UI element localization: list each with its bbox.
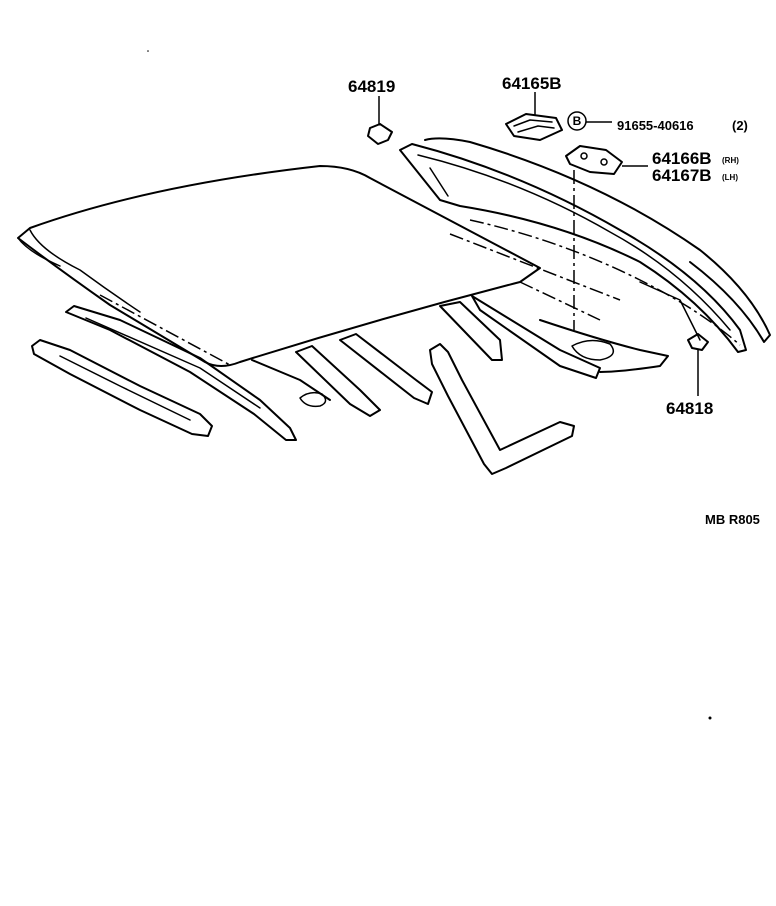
package-tray-panel — [17, 165, 601, 367]
scan-speck — [147, 50, 149, 52]
label-64819: 64819 — [348, 77, 395, 96]
label-64167B: 64167B — [652, 166, 712, 185]
label-64818: 64818 — [666, 399, 713, 418]
clip-64818 — [687, 333, 709, 396]
vent-cover-64165B — [505, 92, 563, 141]
clip-64819 — [367, 96, 393, 145]
label-91655-qty: (2) — [732, 118, 748, 133]
label-64165B: 64165B — [502, 74, 562, 93]
side-brace — [429, 343, 575, 475]
label-91655-40616: 91655-40616 — [617, 118, 694, 133]
scan-speck — [708, 716, 712, 720]
rear-window-frame — [399, 137, 771, 353]
diagram-code: MB R805 — [705, 512, 760, 527]
label-64167B-side: (LH) — [722, 173, 738, 182]
bolt-callout-91655: B — [567, 111, 612, 131]
bolt-marker-letter: B — [573, 114, 582, 128]
bracket-64166B-64167B — [565, 145, 648, 330]
front-lower-rail — [31, 339, 213, 437]
left-side-rail — [65, 305, 297, 441]
label-64166B-side: (RH) — [722, 156, 739, 165]
label-64166B: 64166B — [652, 149, 712, 168]
rear-cross-members — [251, 295, 669, 417]
